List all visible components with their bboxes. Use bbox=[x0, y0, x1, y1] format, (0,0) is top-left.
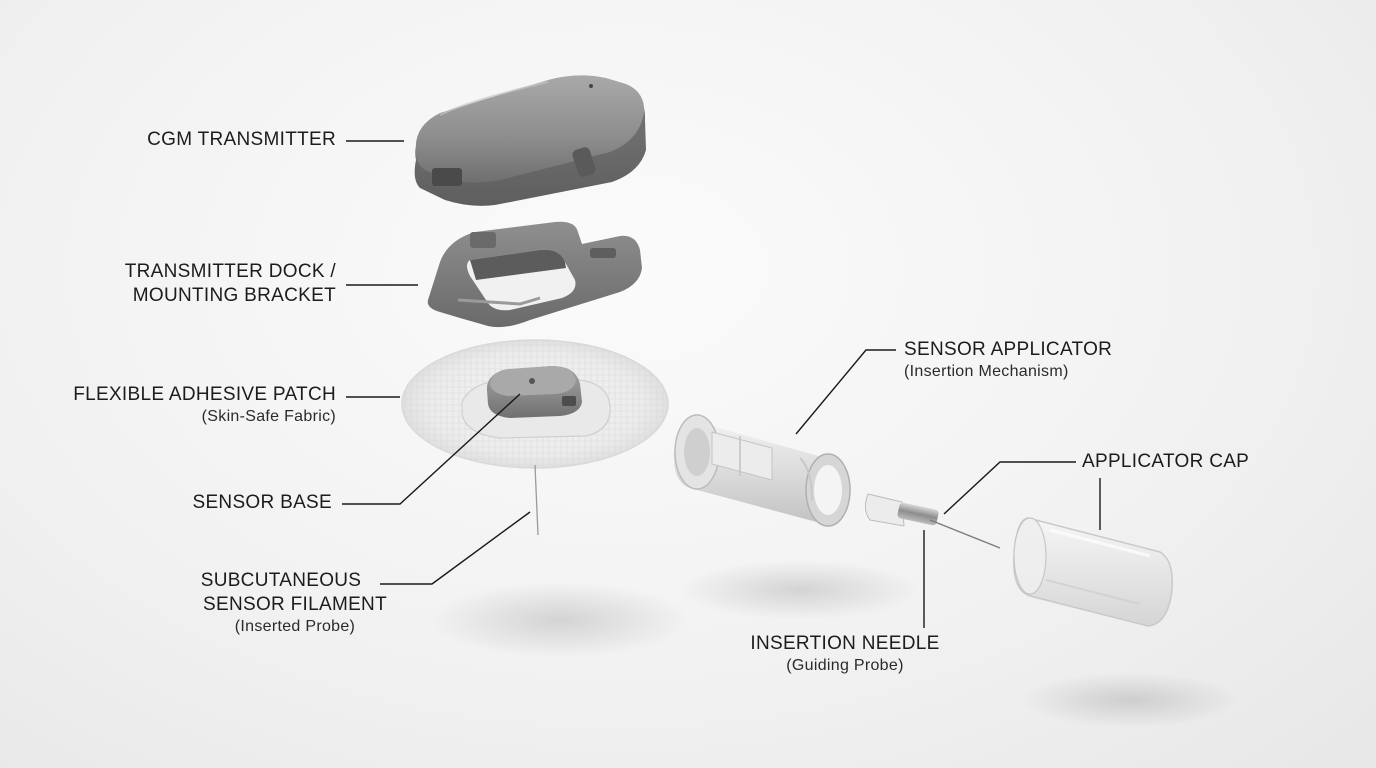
label-insertion-needle: INSERTION NEEDLE (Guiding Probe) bbox=[725, 632, 965, 676]
label-sensor-filament-subtitle: (Inserted Probe) bbox=[234, 618, 356, 635]
label-sensor-base-title: SENSOR BASE bbox=[192, 492, 332, 513]
floor-shadows bbox=[430, 560, 1240, 728]
label-applicator-cap: APPLICATOR CAP bbox=[1082, 450, 1342, 474]
label-applicator-cap-title: APPLICATOR CAP bbox=[1082, 451, 1250, 472]
label-adhesive-patch-subtitle: (Skin-Safe Fabric) bbox=[201, 408, 336, 425]
label-sensor-applicator-subtitle: (Insertion Mechanism) bbox=[904, 363, 1069, 380]
label-sensor-filament: SUBCUTANEOUS SENSOR FILAMENT (Inserted P… bbox=[180, 569, 410, 637]
label-sensor-filament-line1: SUBCUTANEOUS bbox=[200, 570, 362, 591]
label-transmitter-dock-line2: MOUNTING BRACKET bbox=[132, 285, 336, 306]
label-adhesive-patch: FLEXIBLE ADHESIVE PATCH (Skin-Safe Fabri… bbox=[20, 383, 336, 427]
leader-sensor-base bbox=[342, 393, 521, 505]
label-sensor-base: SENSOR BASE bbox=[60, 491, 332, 515]
label-transmitter-dock: TRANSMITTER DOCK / MOUNTING BRACKET bbox=[60, 260, 336, 308]
label-cgm-transmitter: CGM TRANSMITTER bbox=[60, 128, 336, 152]
leader-lines bbox=[342, 140, 1101, 628]
label-insertion-needle-title: INSERTION NEEDLE bbox=[750, 633, 940, 654]
label-sensor-applicator: SENSOR APPLICATOR (Insertion Mechanism) bbox=[904, 338, 1204, 382]
leader-sensor-filament bbox=[380, 511, 531, 585]
applicator-illustration bbox=[673, 414, 851, 527]
transmitter-illustration bbox=[414, 75, 646, 206]
sensor-base-illustration bbox=[486, 366, 582, 418]
label-insertion-needle-subtitle: (Guiding Probe) bbox=[786, 657, 904, 674]
needle-illustration bbox=[864, 493, 1001, 549]
label-sensor-applicator-title: SENSOR APPLICATOR bbox=[904, 339, 1113, 360]
leader-applicator-cap bbox=[943, 461, 1076, 515]
leader-sensor-applicator bbox=[795, 349, 896, 435]
dock-illustration bbox=[427, 221, 642, 328]
label-sensor-filament-line2: SENSOR FILAMENT bbox=[203, 594, 387, 615]
label-cgm-transmitter-title: CGM TRANSMITTER bbox=[147, 129, 336, 150]
cap-illustration bbox=[1013, 517, 1173, 627]
label-adhesive-patch-title: FLEXIBLE ADHESIVE PATCH bbox=[73, 384, 336, 405]
label-transmitter-dock-line1: TRANSMITTER DOCK / bbox=[124, 261, 336, 282]
